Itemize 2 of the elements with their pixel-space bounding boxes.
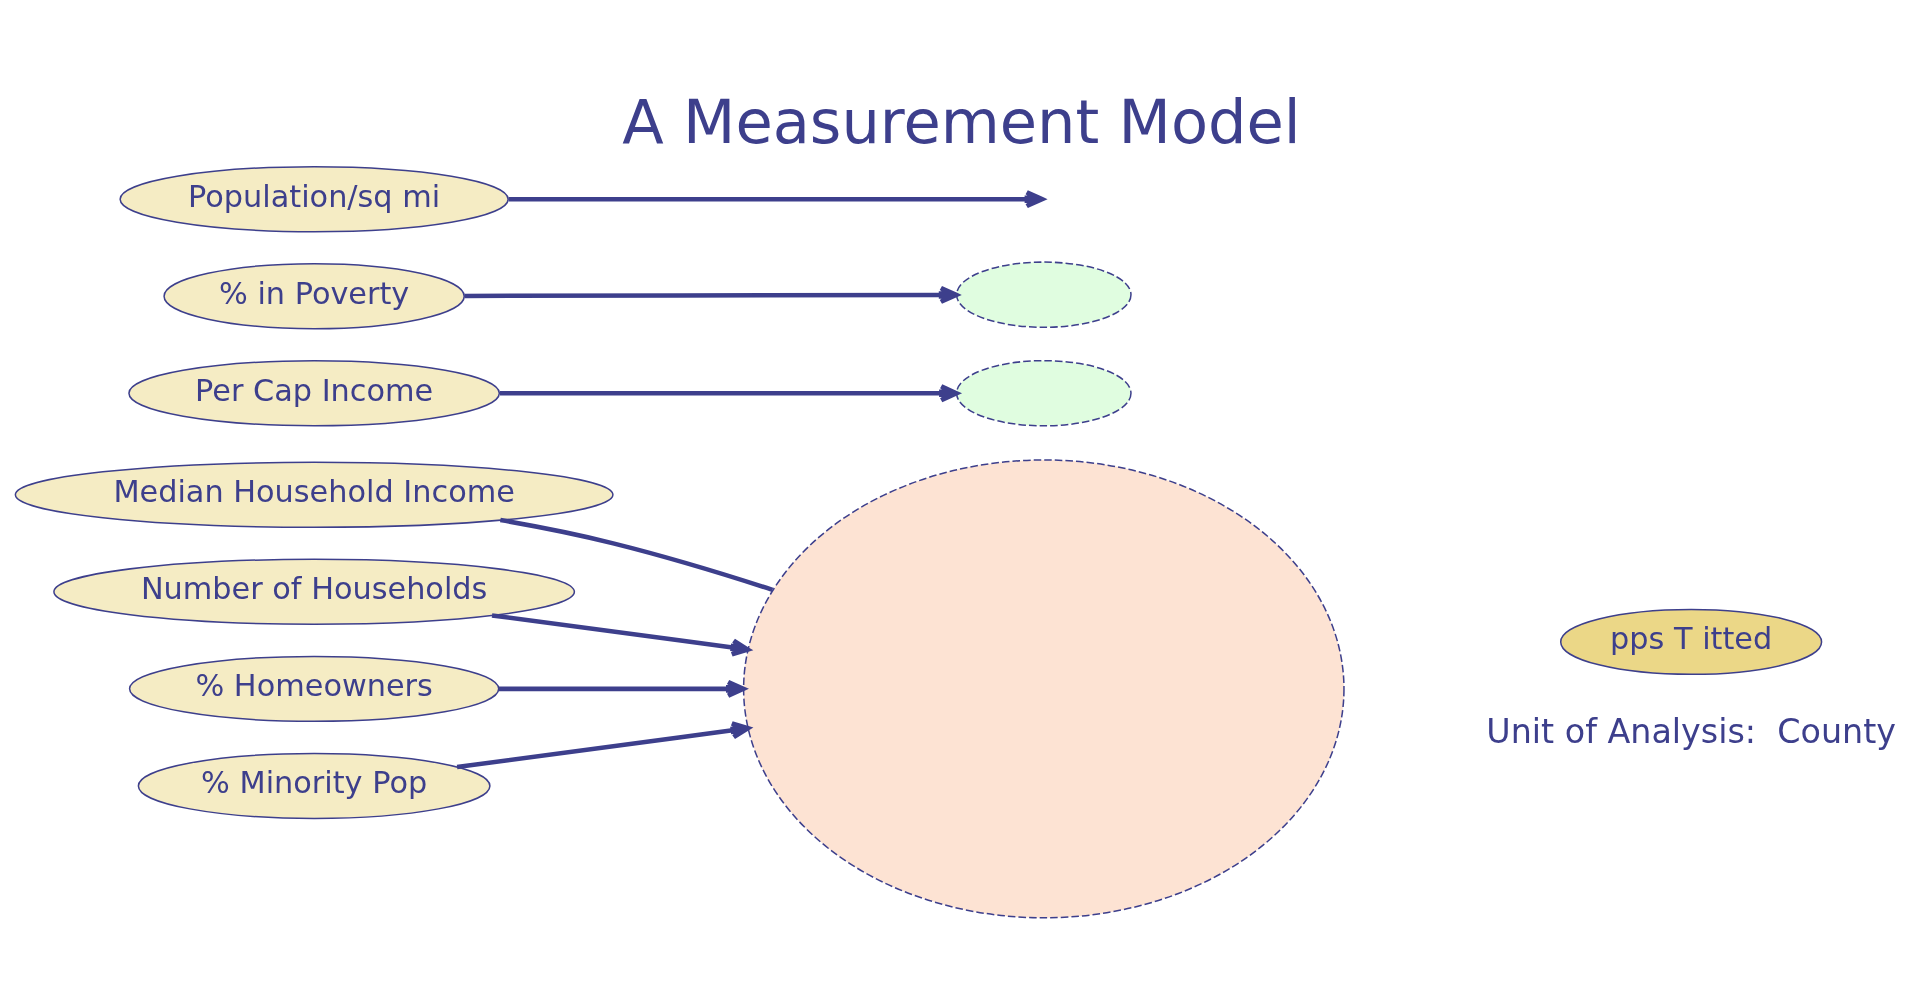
diagram-title: A Measurement Model: [621, 86, 1301, 157]
label: Unit of Analysis: County: [1485, 711, 1896, 751]
